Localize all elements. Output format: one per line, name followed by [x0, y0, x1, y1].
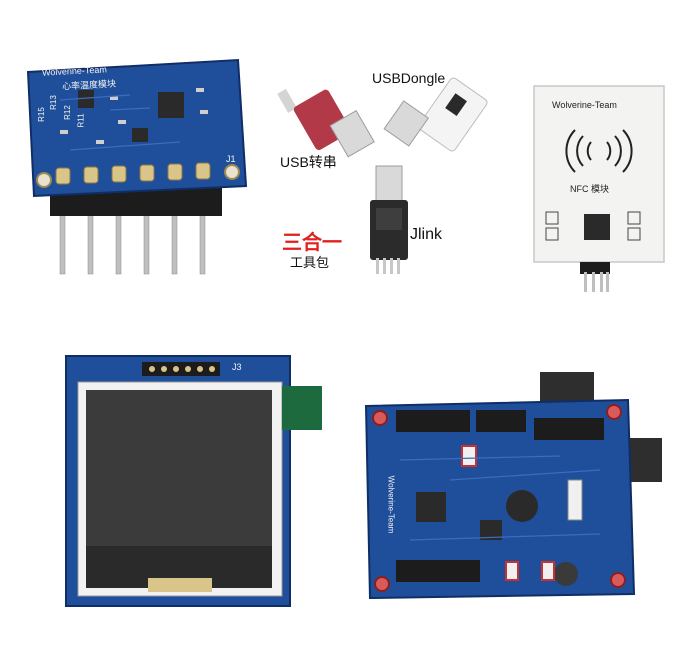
usb-serial-label: USB转串	[280, 154, 337, 170]
combo-sub-label: 工具包	[290, 255, 330, 270]
usb-dongle-stick	[383, 77, 488, 152]
combo-label: 三合一	[282, 232, 342, 254]
sensor-resistor-label-2: R12	[62, 105, 72, 120]
lcd-connector-label: J3	[232, 362, 242, 372]
sensor-resistor-label-1: R13	[48, 95, 58, 110]
nfc-brand: Wolverine-Team	[552, 100, 617, 110]
sensor-resistor-label-3: R11	[76, 113, 86, 128]
nfc-module	[533, 85, 665, 292]
jlink-stick	[370, 165, 408, 274]
jlink-label: Jlink	[410, 226, 443, 243]
usb-serial-stick	[277, 88, 375, 158]
sensor-resistor-label-0: R15	[36, 107, 46, 122]
sensor-connector-label: J1	[226, 154, 236, 164]
main-board-brand: Wolverine-Team	[386, 475, 396, 534]
main-board	[364, 372, 662, 600]
sensor-board	[26, 58, 248, 275]
nfc-subtitle: NFC 模块	[570, 184, 609, 194]
lcd-module	[65, 355, 322, 607]
usb-dongle-label: USBDongle	[372, 70, 446, 86]
